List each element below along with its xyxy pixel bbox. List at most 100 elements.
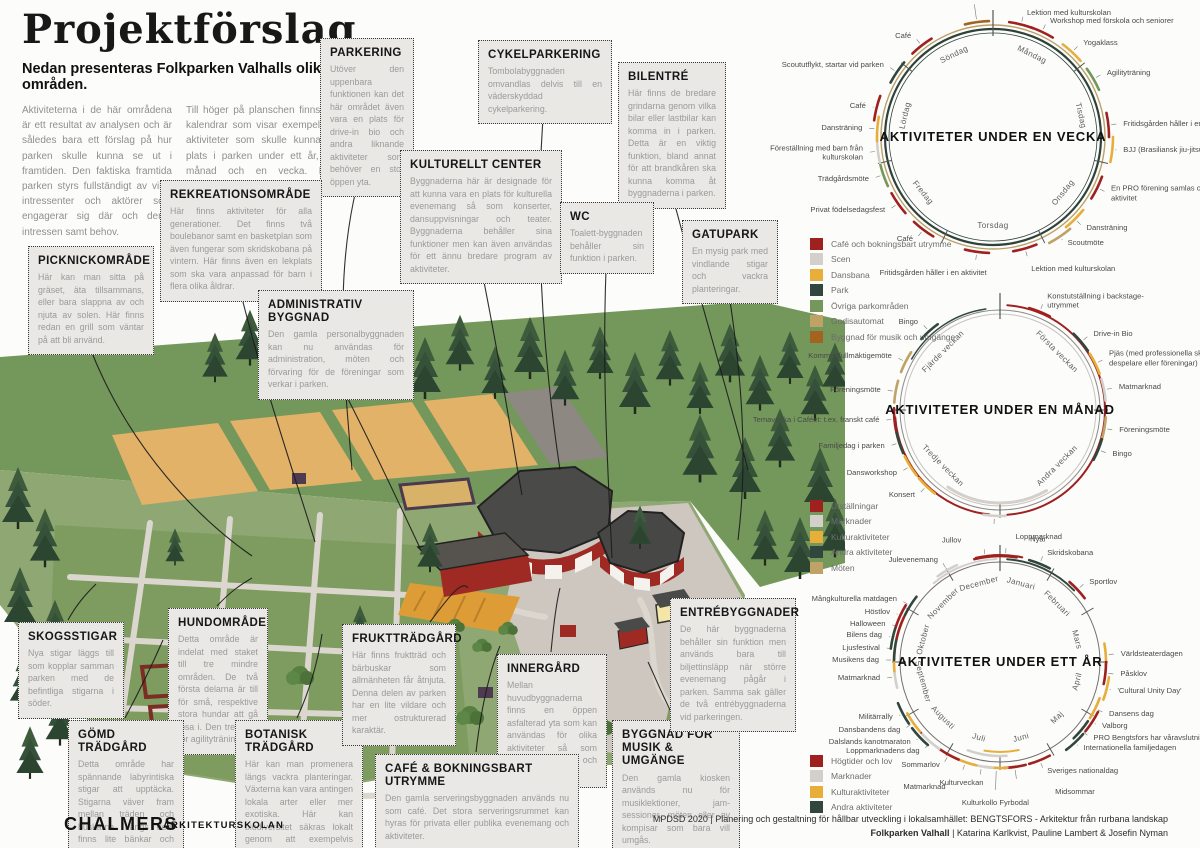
chalmers-logo: CHALMERS: [64, 814, 178, 834]
callout-body: De här byggnaderna behåller sin funktion…: [680, 624, 786, 722]
legend-item: Dansbana: [810, 267, 955, 283]
callout-title: CYKELPARKERING: [488, 49, 601, 61]
callout-administrativ-byggnad: ADMINISTRATIV BYGGNAD Den gamla personalb…: [258, 290, 414, 400]
callout-body: Här finns aktiviteter för alla generatio…: [170, 206, 312, 292]
callout-body: Nya stigar läggs till som kopplar samman…: [28, 648, 114, 709]
callout-body: Detta område är indelat med staket till …: [178, 634, 258, 745]
callout-body: Utöver den uppenbara funktionen kan det …: [330, 64, 404, 187]
legend-label: Dansbana: [831, 269, 870, 280]
callout-body: Toalett-byggnaden behåller sin funktion …: [570, 228, 644, 264]
legend-swatch: [810, 284, 823, 297]
callout-title: BILENTRÉ: [628, 71, 689, 83]
callout-body: Tombolabyggnaden omvandlas delvis till e…: [488, 66, 602, 114]
legend-item: Park: [810, 283, 955, 299]
legend-swatch: [810, 546, 823, 559]
credit-project: Folkparken Valhall: [870, 827, 950, 838]
callout-rekreationsomrade: REKREATIONSOMRÅDE Här finns aktiviteter f…: [160, 180, 322, 302]
legend-label: Marknader: [831, 771, 872, 782]
callout-body: En mysig park med vindlande stigar och v…: [692, 246, 768, 294]
callout-title: ADMINISTRATIV BYGGNAD: [268, 299, 363, 325]
callout-gatupark: GATUPARK En mysig park med vindlande stig…: [682, 220, 778, 305]
legend-label: Möten: [831, 562, 855, 573]
legend-label: Scen: [831, 254, 851, 265]
callout-title: CAFÉ & BOKNINGSBART UTRYMME: [385, 763, 533, 789]
callout-body: Detta område har spännande labyrintiska …: [78, 759, 174, 848]
callout-title: BYGGNAD FÖR MUSIK & UMGÄNGE: [622, 729, 713, 768]
callout-bilentre: BILENTRÉ Här finns de bredare grindarna g…: [618, 62, 726, 209]
credit-block: MPDSD 2020 | Planering och gestaltning f…: [653, 813, 1168, 840]
parking-strips: [112, 387, 608, 505]
legend-label: Park: [831, 285, 849, 296]
intro-col-1: Aktiviteterna i de här områdena är ett r…: [22, 105, 172, 238]
callout-hundomrade: HUNDOMRÅDE Detta område är indelat med st…: [168, 608, 268, 755]
legend-label: Högtider och lov: [831, 755, 893, 766]
callout-title: FRUKTTRÄDGÅRD: [352, 633, 462, 645]
legend-item: Möten: [810, 560, 892, 576]
legend-item: Utställningar: [810, 498, 892, 514]
callout-body: Byggnaderna här är designade för att kun…: [410, 176, 552, 274]
callout-title: BOTANISK TRÄDGÅRD: [245, 729, 314, 755]
callout-title: GÖMD TRÄDGÅRD: [78, 729, 147, 755]
legend-item: Marknader: [810, 514, 892, 530]
callout-body: Den gamla personalbyggnaden kan nu använ…: [268, 329, 404, 390]
legend-item: Övriga parkområden: [810, 298, 955, 314]
legend-item: Byggnad för musik och umgänge: [810, 329, 955, 345]
legend-item: Andra aktiviteter: [810, 545, 892, 561]
legend-swatch: [810, 515, 823, 528]
callout-title: PICKNICKOMRÅDE: [38, 255, 151, 267]
legend-swatch: [810, 315, 823, 328]
credit-line-1: MPDSD 2020 | Planering och gestaltning f…: [652, 814, 1168, 824]
callout-body: Den gamla serveringsbyggnaden används nu…: [385, 793, 569, 841]
legend-label: Kulturaktiviteter: [831, 786, 890, 797]
boule-court: [398, 477, 476, 511]
callout-botanisk-tradgard: BOTANISK TRÄDGÅRD Här kan man promenera l…: [235, 720, 363, 848]
legend-label: Godisautomat: [831, 316, 884, 327]
callout-skogsstigar: SKOGSSTIGAR Nya stigar läggs till som kop…: [18, 622, 124, 719]
callout-body: Här finns de bredare grindarna genom vil…: [628, 88, 716, 199]
legend-swatch: [810, 561, 823, 574]
callout-title: SKOGSSTIGAR: [28, 631, 118, 643]
legend-swatch: [810, 330, 823, 343]
legend-swatch: [810, 770, 823, 783]
legend-swatch: [810, 530, 823, 543]
page-subtitle: Nedan presenteras Folkparken Valhalls ol…: [22, 61, 330, 93]
legend-label: Kulturaktiviteter: [831, 531, 890, 542]
legend-swatch: [810, 499, 823, 512]
callout-title: ENTRÉBYGGNADER: [680, 607, 800, 619]
legend-label: Café och bokningsbart utrymme: [831, 238, 952, 249]
callout-title: KULTURELLT CENTER: [410, 159, 542, 171]
legend-label: Övriga parkområden: [831, 300, 909, 311]
callout-body: Här kan man promenera längs vackra plant…: [245, 759, 353, 848]
callout-cafe-bokningsbart: CAFÉ & BOKNINGSBART UTRYMME Den gamla ser…: [375, 754, 579, 848]
callout-body: Här finns fruktträd och bärbuskar som al…: [352, 650, 446, 736]
callout-entrebyggnader: ENTRÉBYGGNADER De här byggnaderna behålle…: [670, 598, 800, 733]
callout-title: HUNDOMRÅDE: [178, 617, 267, 629]
credit-line-2: Folkparken Valhall | Katarina Karlkvist,…: [653, 827, 1168, 841]
legend-label: Marknader: [831, 516, 872, 527]
legend-item: Kulturaktiviteter: [810, 784, 892, 800]
legend-item: Godisautomat: [810, 314, 955, 330]
legend-label: Utställningar: [831, 500, 879, 511]
legend-swatch: [810, 299, 823, 312]
callout-body: Den gamla kiosken används nu för musikle…: [622, 772, 730, 846]
legend-item: Andra aktiviteter: [810, 800, 892, 816]
page-title: Projektförslag: [22, 6, 357, 53]
legend-swatch: [810, 253, 823, 266]
callout-title: INNERGÅRD: [507, 663, 581, 675]
barn-building: [398, 532, 532, 633]
callout-title: GATUPARK: [692, 229, 759, 241]
legend-item: Café och bokningsbart utrymme: [810, 236, 955, 252]
callout-title: REKREATIONSOMRÅDE: [170, 189, 311, 201]
legend-swatch: [810, 785, 823, 798]
callout-gomd-tradgard: GÖMD TRÄDGÅRD Detta område har spännande …: [68, 720, 184, 848]
callout-frukttradgard: FRUKTTRÄDGÅRD Här finns fruktträd och bär…: [342, 624, 462, 746]
school-label: ARKITEKTURSKOLAN: [163, 820, 285, 831]
credit-authors: | Katarina Karlkvist, Pauline Lambert & …: [949, 827, 1168, 838]
